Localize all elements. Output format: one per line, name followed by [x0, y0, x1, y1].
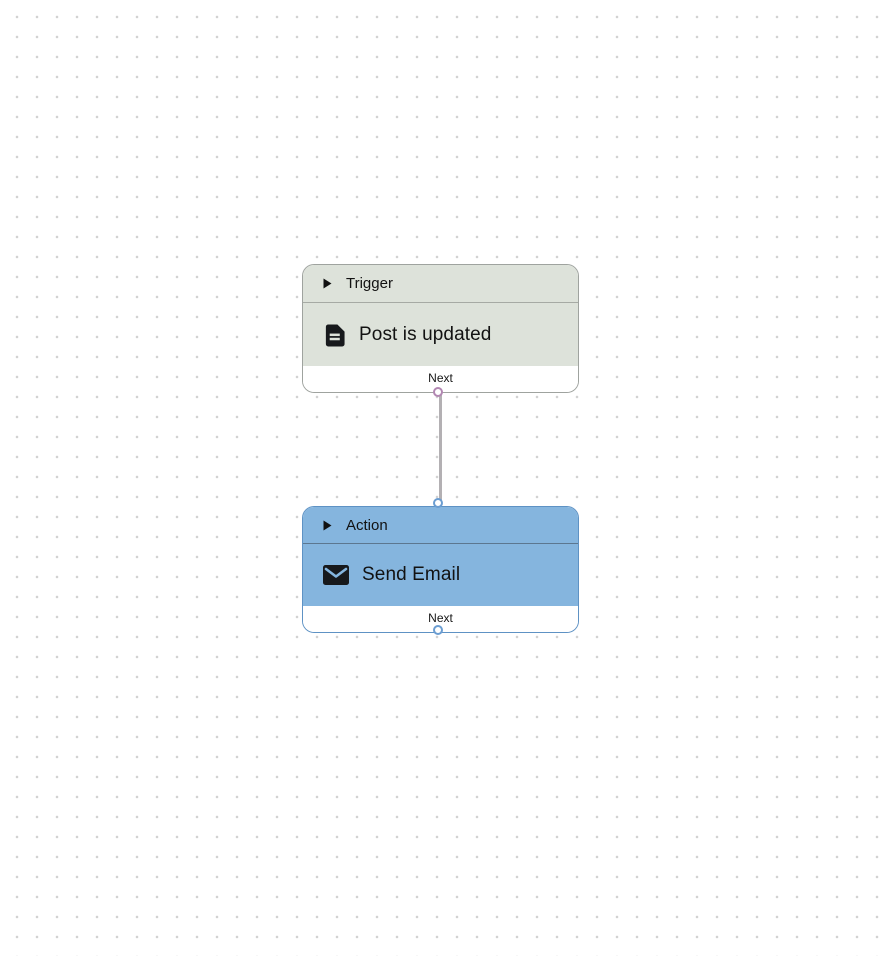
action-node-header[interactable]: Action	[303, 507, 578, 544]
action-node[interactable]: Action Send Email Next	[302, 506, 579, 633]
action-node-body[interactable]: Send Email	[303, 544, 578, 606]
action-step-label: Send Email	[362, 564, 461, 585]
post-document-icon	[323, 323, 346, 347]
trigger-node-title: Trigger	[346, 275, 393, 292]
connector-edge	[439, 394, 442, 507]
action-node-title: Action	[346, 516, 388, 534]
trigger-step-label: Post is updated	[359, 323, 492, 345]
trigger-node-body[interactable]: Post is updated	[303, 303, 578, 366]
trigger-output-port[interactable]	[433, 387, 443, 397]
play-icon	[323, 278, 332, 289]
play-icon	[323, 520, 332, 531]
trigger-next-label: Next	[428, 370, 453, 385]
trigger-node[interactable]: Trigger Post is updated Next	[302, 264, 579, 393]
action-output-port[interactable]	[433, 625, 443, 635]
trigger-node-header[interactable]: Trigger	[303, 265, 578, 303]
email-icon	[323, 565, 349, 585]
action-input-port[interactable]	[433, 498, 443, 508]
action-next-label: Next	[428, 610, 453, 625]
